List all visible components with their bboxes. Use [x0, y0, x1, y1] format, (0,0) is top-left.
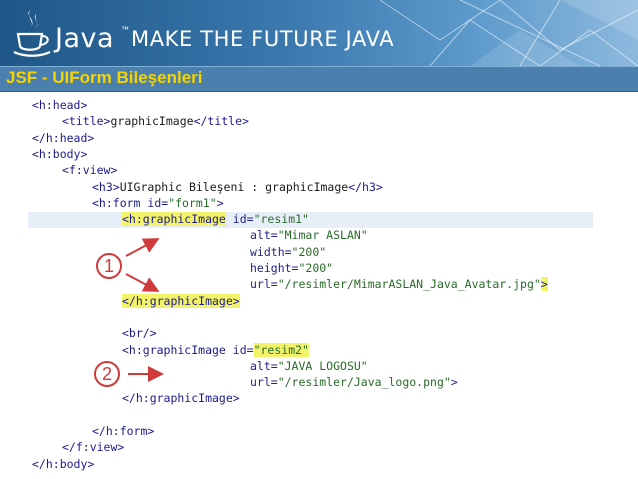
code-tag-end: </title> [193, 114, 249, 129]
code-attribute: id= [147, 195, 169, 210]
code-line: <h:form id="form1"> [92, 195, 638, 211]
code-value: "resim2" [253, 342, 309, 357]
code-tag: <h:body> [32, 146, 88, 161]
code-attribute: alt= [250, 228, 278, 243]
code-line: <h:head> [32, 97, 632, 113]
code-line: <h:body> [32, 146, 632, 162]
code-value: "200" [298, 261, 334, 275]
code-line: <h:graphicImage id="resim2" [122, 342, 638, 358]
code-line: width="200" [250, 244, 638, 260]
code-line: </h:body> [32, 456, 632, 472]
code-panel: <h:head><title>graphicImage</title></h:h… [0, 92, 638, 479]
header-banner: Java ™ MAKE THE FUTURE JAVA [0, 0, 638, 66]
code-line: </h:form> [92, 423, 638, 439]
arrow-to-graphicimage-open [125, 238, 160, 257]
code-value: "form1" [168, 195, 217, 210]
code-line: <h:graphicImage id="resim1" [122, 211, 638, 227]
slogan-text: MAKE THE FUTURE JAVA [131, 27, 395, 51]
java-wordmark: Java [55, 23, 115, 54]
code-value: "/resimler/Java_logo.png" [277, 375, 451, 390]
code-line: <title>graphicImage</title> [62, 113, 638, 129]
code-tag: </h:graphicImage> [122, 293, 240, 308]
code-tag: <h3> [92, 179, 120, 194]
code-tag: </h:head> [32, 130, 95, 145]
code-line: </h:head> [32, 130, 632, 146]
code-line: </h:graphicImage> [122, 293, 638, 309]
code-value: "JAVA LOGOSU" [277, 358, 368, 373]
code-tag-end: > [216, 195, 224, 210]
annotation-badge-2: 2 [94, 361, 120, 387]
code-tag: <f:view> [62, 163, 118, 178]
code-text: graphicImage [110, 114, 194, 129]
code-line: url="/resimler/MimarASLAN_Java_Avatar.jp… [250, 276, 638, 292]
code-value: "/resimler/MimarASLAN_Java_Avatar.jpg" [277, 277, 541, 292]
code-tag: <h:graphicImage [122, 212, 226, 227]
code-attribute: id= [232, 212, 254, 227]
code-line: height="200" [250, 260, 638, 276]
code-tag: <h:head> [32, 98, 88, 112]
code-attribute: alt= [250, 358, 278, 373]
code-tag: </h:body> [32, 456, 95, 471]
code-line: alt="Mimar ASLAN" [250, 227, 638, 243]
code-value: "resim1" [253, 212, 309, 227]
code-line: </f:view> [62, 439, 638, 455]
code-attribute: id= [232, 342, 254, 357]
trademark-symbol: ™ [121, 25, 129, 34]
code-tag-end: > [540, 277, 548, 292]
code-text: UIGraphic Bileşeni : graphicImage [119, 179, 349, 194]
arrow-to-graphicimage-close [125, 273, 160, 292]
code-tag: </h:graphicImage> [122, 391, 240, 406]
code-tag-end: </h3> [348, 179, 383, 194]
code-line: <h3>UIGraphic Bileşeni : graphicImage</h… [92, 179, 638, 195]
code-line: </h:graphicImage> [122, 390, 638, 406]
code-attribute: height= [250, 261, 299, 275]
code-tag: </f:view> [62, 440, 125, 455]
java-cup-icon [13, 10, 51, 57]
code-attribute: url= [250, 375, 278, 390]
code-attribute: url= [250, 277, 278, 292]
code-line: alt="JAVA LOGOSU" [250, 358, 638, 374]
slide-title: JSF - UIForm Bileşenleri [6, 68, 203, 87]
code-tag: <title> [62, 114, 111, 129]
slide-title-bar: JSF - UIForm Bileşenleri [0, 66, 638, 92]
code-tag: <h:graphicImage [122, 342, 226, 357]
code-line: <br/> [122, 325, 638, 341]
code-line: url="/resimler/Java_logo.png"> [250, 374, 638, 390]
banner-decoration [379, 0, 638, 66]
code-tag: </h:form> [92, 424, 155, 438]
code-attribute: width= [250, 244, 292, 259]
code-tag: <br/> [122, 326, 157, 341]
annotation-badge-1: 1 [96, 253, 122, 279]
code-line: <f:view> [62, 162, 638, 178]
code-value: "200" [291, 244, 327, 259]
code-tag-end: > [450, 375, 458, 390]
code-tag: <h:form [92, 195, 141, 210]
code-value: "Mimar ASLAN" [277, 228, 368, 243]
